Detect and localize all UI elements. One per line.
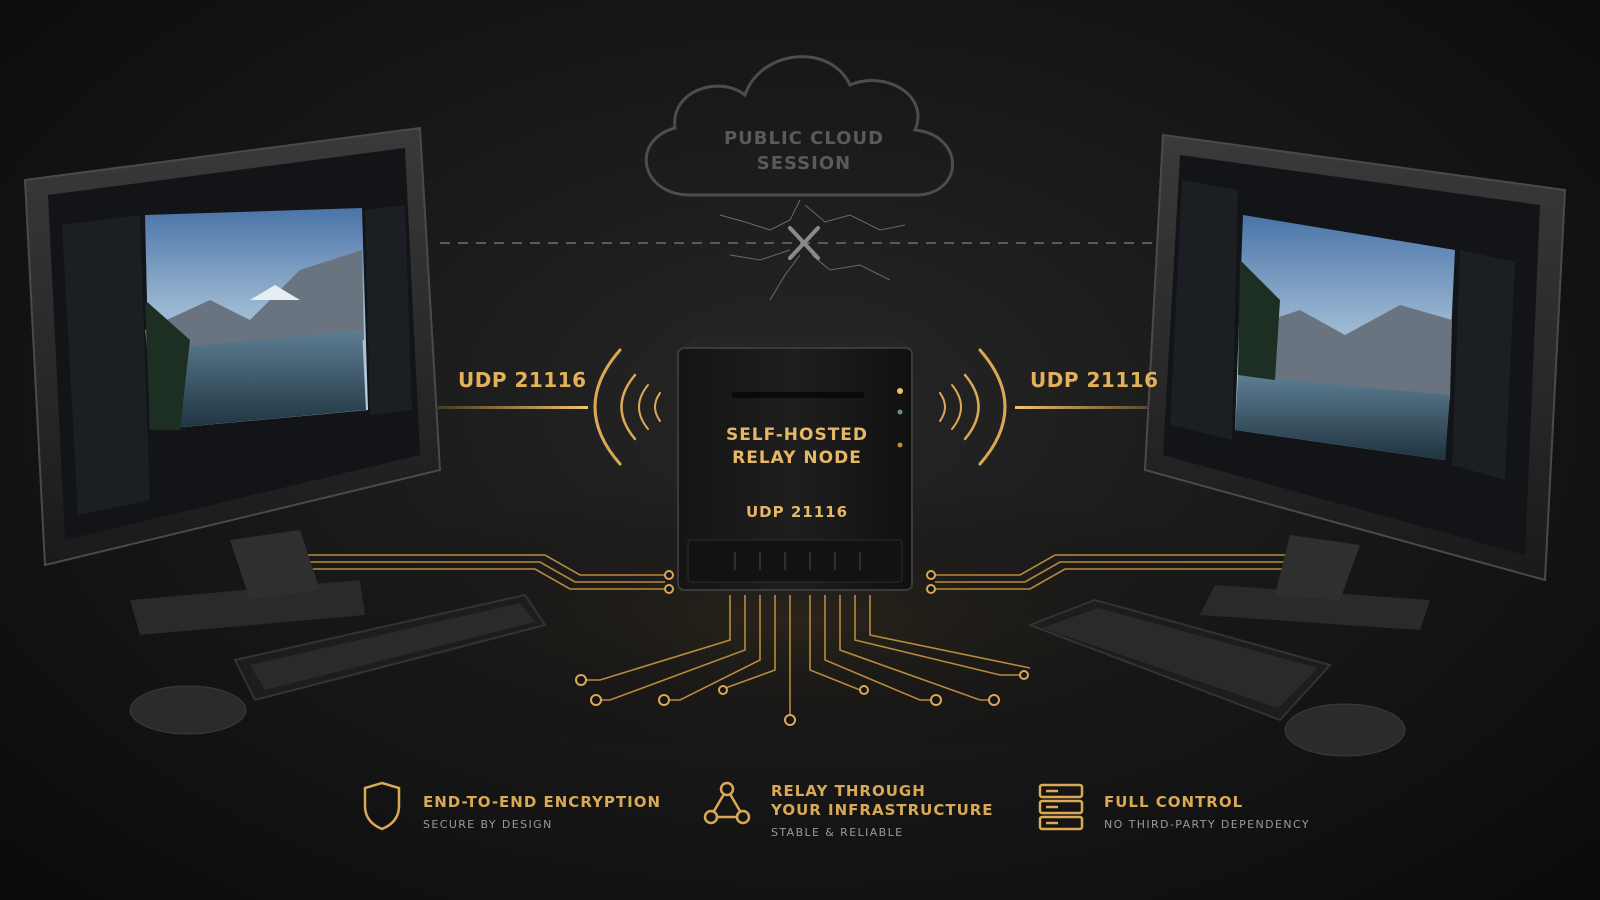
relay-node-label: SELF-HOSTED RELAY NODE xyxy=(697,424,897,470)
feature-control-subtitle: NO THIRD-PARTY DEPENDENCY xyxy=(1104,818,1311,831)
relay-node-slot xyxy=(732,392,864,398)
right-link-line xyxy=(1015,406,1165,409)
status-led-icon xyxy=(897,388,903,394)
right-image-trees xyxy=(1238,260,1280,380)
x-mark-icon xyxy=(788,226,820,260)
cloud-label-line2: SESSION xyxy=(756,153,852,174)
feature-control-title: FULL CONTROL xyxy=(1104,793,1244,811)
server-rack-icon xyxy=(1038,783,1084,831)
disk-led-icon xyxy=(897,442,903,448)
circuit-traces xyxy=(250,554,1350,715)
floor-glow xyxy=(280,480,1320,760)
right-monitor-stand-base xyxy=(1200,585,1430,630)
left-keyboard xyxy=(233,593,547,702)
feature-encryption: END-TO-END ENCRYPTION SECURE BY DESIGN xyxy=(423,793,661,831)
relay-node xyxy=(677,337,913,591)
feature-control: FULL CONTROL NO THIRD-PARTY DEPENDENCY xyxy=(1104,793,1310,831)
relay-node-body xyxy=(677,347,913,591)
right-monitor xyxy=(1143,133,1567,630)
left-mouse xyxy=(129,685,247,735)
right-monitor-neck xyxy=(1275,535,1360,600)
right-mouse xyxy=(1284,703,1406,757)
udp-links xyxy=(438,348,1165,466)
cloud-outline xyxy=(644,55,954,197)
left-image-lake xyxy=(148,330,366,430)
right-app-sidebar xyxy=(1170,180,1238,440)
circuit-pads xyxy=(575,570,1029,726)
feature-relay-title-line1: RELAY THROUGH xyxy=(771,782,926,800)
left-link-line xyxy=(438,406,588,409)
relay-node-vent xyxy=(687,539,903,583)
relay-node-top xyxy=(680,337,912,348)
left-monitor-stand-base xyxy=(130,580,365,635)
network-led-icon xyxy=(897,409,903,415)
cloud-label-line1: PUBLIC CLOUD xyxy=(723,128,885,149)
left-app-panel xyxy=(365,205,412,415)
right-image-lake xyxy=(1235,375,1450,460)
left-signal-waves xyxy=(593,348,661,466)
feature-relay-subtitle: STABLE & RELIABLE xyxy=(771,826,904,839)
left-monitor-neck xyxy=(230,530,320,600)
relay-node-label-line2: RELAY NODE xyxy=(732,448,862,468)
relay-node-vent-grill xyxy=(734,552,861,570)
feature-encryption-subtitle: SECURE BY DESIGN xyxy=(423,818,553,831)
left-image-trees xyxy=(145,300,190,430)
left-port-label: UDP 21116 xyxy=(458,368,587,392)
shield-icon xyxy=(363,781,401,831)
right-image-mountains xyxy=(1240,305,1452,400)
feature-relay: RELAY THROUGH YOUR INFRASTRUCTURE STABLE… xyxy=(771,782,994,839)
left-monitor xyxy=(23,126,442,635)
right-port-label: UDP 21116 xyxy=(1030,368,1159,392)
relay-node-port: UDP 21116 xyxy=(745,503,849,521)
feature-relay-title-line2: YOUR INFRASTRUCTURE xyxy=(771,801,994,819)
right-signal-waves xyxy=(939,348,1007,466)
cloud-label: PUBLIC CLOUD SESSION xyxy=(694,126,914,176)
public-cloud xyxy=(440,55,1160,301)
crack-lines xyxy=(719,199,906,301)
left-app-sidebar xyxy=(62,215,150,515)
right-keyboard xyxy=(1027,598,1332,722)
feature-encryption-title: END-TO-END ENCRYPTION xyxy=(423,793,662,811)
network-nodes-icon xyxy=(703,781,751,825)
right-app-panel xyxy=(1452,250,1515,480)
relay-node-label-line1: SELF-HOSTED xyxy=(725,425,869,445)
